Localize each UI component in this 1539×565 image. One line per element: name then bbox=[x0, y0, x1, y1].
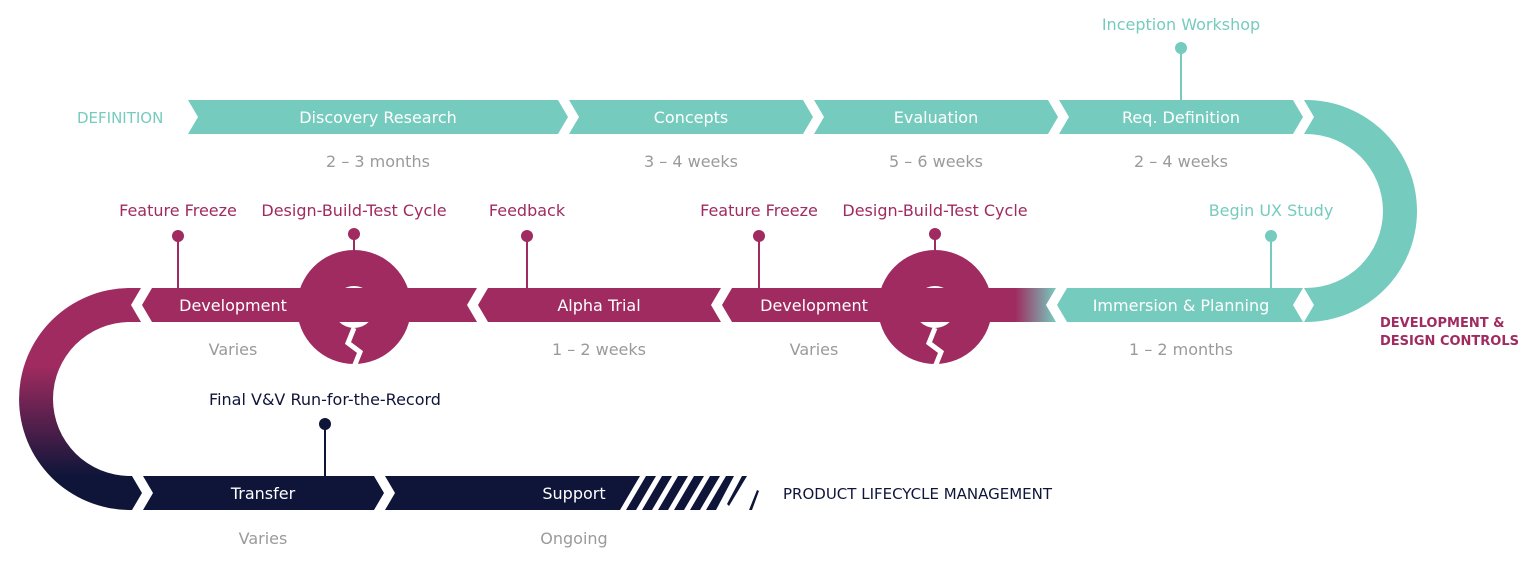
stage-label-concepts: Concepts bbox=[654, 108, 729, 127]
duration-development-2: Varies bbox=[790, 340, 839, 359]
duration-transfer: Varies bbox=[239, 529, 288, 548]
milestone-label-feature-freeze-2: Feature Freeze bbox=[700, 201, 818, 220]
stage-label-evaluation: Evaluation bbox=[894, 108, 978, 127]
milestone-label-feedback: Feedback bbox=[489, 201, 566, 220]
milestone-dot-final-vv[interactable] bbox=[319, 418, 331, 430]
definition-row: Discovery Research Concepts Evaluation R… bbox=[188, 15, 1417, 322]
development-section-label-line2: DESIGN CONTROLS bbox=[1380, 334, 1519, 349]
duration-development-1: Varies bbox=[209, 340, 258, 359]
milestone-label-final-vv: Final V&V Run-for-the-Record bbox=[209, 390, 441, 409]
stage-arrow-concepts[interactable] bbox=[569, 100, 813, 134]
milestone-label-feature-freeze-1: Feature Freeze bbox=[119, 201, 237, 220]
stage-arrow-req-definition[interactable] bbox=[1059, 100, 1303, 134]
stage-label-req-definition: Req. Definition bbox=[1122, 108, 1240, 127]
milestone-dot-inception-workshop[interactable] bbox=[1175, 42, 1187, 54]
stage-arrow-alpha-trial[interactable] bbox=[478, 288, 721, 322]
milestone-dot-feature-freeze-2[interactable] bbox=[753, 230, 765, 242]
right-turn-arc bbox=[1304, 100, 1417, 322]
lifecycle-section-label: PRODUCT LIFECYCLE MANAGEMENT bbox=[783, 485, 1053, 503]
stage-arrow-evaluation[interactable] bbox=[814, 100, 1058, 134]
duration-discovery-research: 2 – 3 months bbox=[326, 152, 430, 171]
stage-arrow-support[interactable] bbox=[385, 476, 640, 510]
design-build-test-cycle-ring-1[interactable] bbox=[297, 250, 411, 364]
ongoing-hatch-stripes bbox=[626, 476, 759, 510]
duration-immersion-planning: 1 – 2 months bbox=[1129, 340, 1233, 359]
milestone-dot-feature-freeze-1[interactable] bbox=[172, 230, 184, 242]
duration-req-definition: 2 – 4 weeks bbox=[1134, 152, 1228, 171]
milestone-label-begin-ux-study: Begin UX Study bbox=[1209, 201, 1334, 220]
duration-support: Ongoing bbox=[540, 529, 607, 548]
milestone-label-design-build-test-2: Design-Build-Test Cycle bbox=[842, 201, 1027, 220]
stage-label-immersion-planning: Immersion & Planning bbox=[1093, 296, 1270, 315]
duration-concepts: 3 – 4 weeks bbox=[644, 152, 738, 171]
left-turn-arc bbox=[19, 288, 143, 510]
definition-section-label: DEFINITION bbox=[77, 109, 163, 127]
design-build-test-cycle-ring-2[interactable] bbox=[878, 250, 992, 364]
duration-evaluation: 5 – 6 weeks bbox=[889, 152, 983, 171]
stage-label-alpha-trial: Alpha Trial bbox=[557, 296, 640, 315]
milestone-dot-begin-ux-study[interactable] bbox=[1265, 230, 1277, 242]
stage-label-support: Support bbox=[542, 484, 605, 503]
transition-gradient-segment bbox=[1015, 288, 1056, 322]
milestone-dot-design-build-test-1[interactable] bbox=[348, 228, 360, 240]
stage-label-discovery-research: Discovery Research bbox=[299, 108, 457, 127]
stage-arrow-discovery-research[interactable] bbox=[188, 100, 568, 134]
stage-arrow-immersion-planning[interactable] bbox=[1057, 288, 1303, 322]
stage-label-development-2: Development bbox=[760, 296, 868, 315]
stage-label-development-1: Development bbox=[179, 296, 287, 315]
stage-label-transfer: Transfer bbox=[230, 484, 296, 503]
lifecycle-row: Transfer Support Varies Ongoing Final V&… bbox=[143, 390, 759, 548]
milestone-dot-feedback[interactable] bbox=[521, 230, 533, 242]
duration-alpha-trial: 1 – 2 weeks bbox=[552, 340, 646, 359]
development-section-label-line1: DEVELOPMENT & bbox=[1380, 316, 1504, 331]
development-row: Immersion & Planning Development Alpha T… bbox=[19, 201, 1333, 510]
stage-arrow-transfer[interactable] bbox=[143, 476, 384, 510]
milestone-label-inception-workshop: Inception Workshop bbox=[1102, 15, 1260, 34]
milestone-label-design-build-test-1: Design-Build-Test Cycle bbox=[261, 201, 446, 220]
milestone-dot-design-build-test-2[interactable] bbox=[929, 228, 941, 240]
